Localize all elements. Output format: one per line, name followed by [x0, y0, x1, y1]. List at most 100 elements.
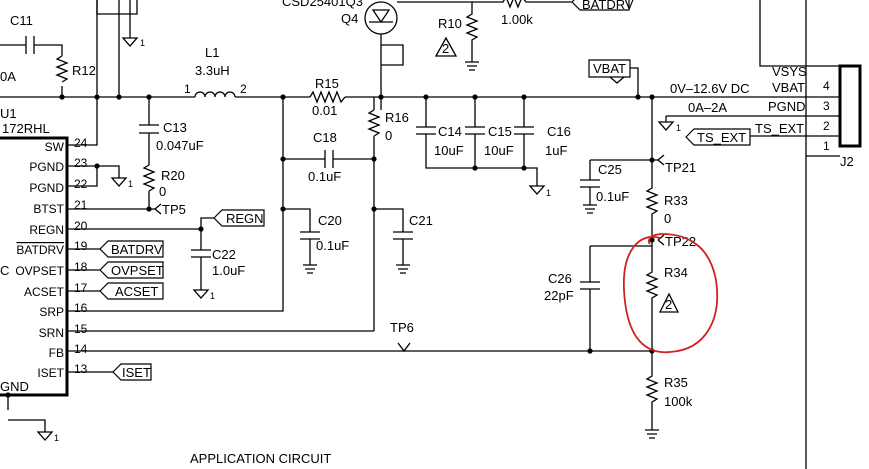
pin-num-21: 21: [74, 198, 88, 212]
tp6-label: TP6: [390, 320, 414, 335]
pin-num-16: 16: [74, 301, 88, 315]
c11-label: C11: [10, 13, 33, 28]
tp6-symbol: [397, 342, 411, 353]
tp21-label: TP21: [665, 160, 696, 175]
output-caps: 1 C14 10uF C15 10uF C16 1uF: [416, 97, 571, 198]
c26-name: C26: [548, 271, 572, 286]
ic-designator: U1: [0, 106, 17, 121]
highlight-circle: [623, 233, 718, 353]
fb-net: TP6: [67, 320, 655, 354]
c16-name: C16: [547, 124, 571, 139]
inductor-l1: L1 3.3uH 1 2: [184, 45, 247, 98]
net-acset-label: ACSET: [115, 284, 158, 299]
j2-ts-ext-label: TS_EXT: [755, 121, 804, 136]
r34-name: R34: [664, 265, 688, 280]
pin-name-acset: ACSET: [24, 285, 65, 299]
pin-name-srp: SRP: [39, 305, 64, 319]
j2-pin1-num: 1: [823, 139, 830, 153]
c16-value: 1uF: [545, 143, 567, 158]
pin-name-btst: BTST: [33, 202, 64, 216]
ground-marker: 1: [140, 38, 145, 48]
resistor-r15: R15 0.01: [309, 76, 346, 118]
j2-name: J2: [840, 154, 854, 169]
pgnd-ground: 1: [67, 163, 133, 189]
net-vbat-label: VBAT: [593, 61, 626, 76]
l1-pin1: 1: [184, 82, 191, 96]
c13-r20-branch: C13 0.047uF R20 0: [67, 97, 204, 212]
srp-net: C18 0.1uF C20 0.1uF: [67, 97, 374, 312]
r10-name: R10: [438, 16, 462, 31]
q4-name: Q4: [341, 11, 358, 26]
j2-vbat-label: VBAT: [772, 80, 805, 95]
ic-left-fragment: C: [0, 263, 9, 278]
pin-name-sw: SW: [45, 140, 65, 154]
top-rail-wires: [0, 0, 840, 146]
pin-name-regn: REGN: [29, 223, 64, 237]
net-flag-ovpset: OVPSET: [99, 261, 164, 279]
r33-name: R33: [664, 193, 688, 208]
r15-name: R15: [315, 76, 339, 91]
l1-name: L1: [205, 45, 219, 60]
l1-pin2: 2: [240, 82, 247, 96]
svg-text:1: 1: [54, 433, 59, 443]
c14-name: C14: [438, 124, 462, 139]
j2-pin3-num: 3: [823, 99, 830, 113]
pin-num-20: 20: [74, 219, 88, 233]
c26-value: 22pF: [544, 288, 574, 303]
current-range-label: 0A–2A: [688, 100, 727, 115]
j2-pgnd-label: PGND: [768, 99, 806, 114]
c20-name: C20: [318, 213, 342, 228]
resistor-r10: R10 2 1.00k: [434, 0, 572, 71]
svg-text:1: 1: [210, 291, 215, 301]
pin-num-22: 22: [74, 177, 88, 191]
pin-num-24: 24: [74, 136, 88, 150]
pin-num-15: 15: [74, 322, 88, 336]
svg-text:1: 1: [546, 188, 551, 198]
pin-name-batdrv: BATDRV: [16, 243, 64, 257]
pin-name-fb: FB: [49, 346, 64, 360]
c18-value: 0.1uF: [308, 169, 341, 184]
left-current-fragment: 0A: [0, 69, 16, 84]
pin-name-pgnd-23: PGND: [29, 160, 64, 174]
pin-name-iset: ISET: [37, 366, 64, 380]
r10-value: 2: [442, 41, 449, 56]
mosfet-q4: CSD25401Q3 Q4: [282, 0, 473, 97]
c15-value: 10uF: [484, 143, 514, 158]
r33-value: 0: [664, 211, 671, 226]
tp5-symbol: [154, 203, 162, 215]
ground-symbol: 1: [121, 37, 145, 48]
regn-net: 1 C22 1.0uF: [67, 217, 245, 301]
pin-num-18: 18: [74, 260, 88, 274]
r35-value: 100k: [664, 394, 693, 409]
ic-gnd-label: GND: [0, 379, 29, 394]
net-flag-batdrv-top: BATDRV: [571, 0, 634, 12]
c21-name: C21: [409, 213, 433, 228]
q4-part-fragment: CSD25401Q3: [282, 0, 363, 9]
pin-name-ovpset: OVPSET: [15, 264, 64, 278]
pin-num-14: 14: [74, 342, 88, 356]
c22-name: C22: [212, 247, 236, 262]
j2-pin2-num: 2: [823, 119, 830, 133]
c25-name: C25: [598, 162, 622, 177]
c13-value: 0.047uF: [156, 138, 204, 153]
pin-name-srn: SRN: [39, 326, 64, 340]
ic-ground: 1: [5, 392, 59, 443]
j2-pin4-num: 4: [823, 79, 830, 93]
pin-num-23: 23: [74, 156, 88, 170]
net-batdrv-top-label: BATDRV: [582, 0, 634, 12]
r20-value: 0: [159, 184, 166, 199]
r15-value: 0.01: [312, 103, 337, 118]
connector-j2: 4 3 2 1 VSYS VBAT PGND TS_EXT J2 0V–12.6…: [657, 0, 862, 469]
r12-resistor: [55, 55, 69, 83]
figure-caption: APPLICATION CIRCUIT: [190, 451, 331, 466]
net-regn-label: REGN: [226, 211, 264, 226]
net-flag-vbat: VBAT: [588, 59, 639, 97]
c25-value: 0.1uF: [596, 189, 629, 204]
svg-text:1: 1: [676, 123, 681, 133]
net-batdrv-label: BATDRV: [111, 242, 163, 257]
tp22-label: TP22: [665, 234, 696, 249]
tp5-label: TP5: [162, 202, 186, 217]
top-resistor-value: 1.00k: [501, 12, 533, 27]
r35-name: R35: [664, 375, 688, 390]
